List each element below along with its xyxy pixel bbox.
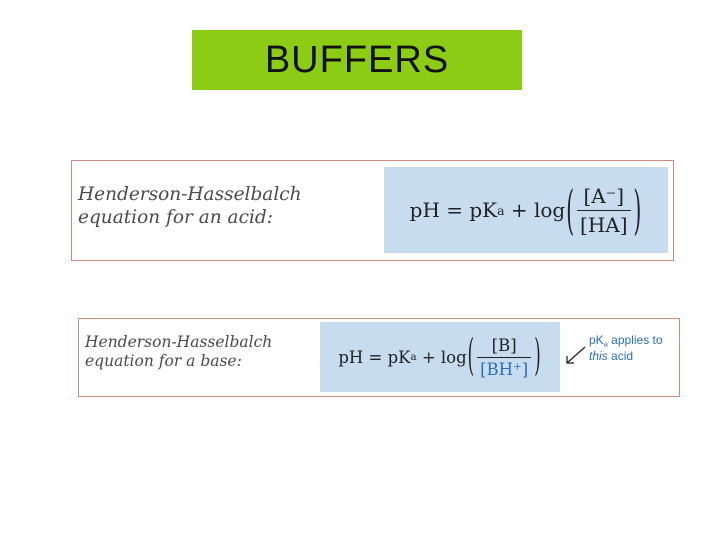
annotation-arrow-icon: [566, 346, 586, 364]
acid-eq-pk-sub: a: [497, 202, 505, 218]
base-equation-panel: Henderson-Hasselbalch equation for a bas…: [78, 318, 680, 397]
note-pk-sub: a: [603, 339, 608, 349]
note-pk: pK: [589, 333, 604, 347]
base-eq-denominator: [BH⁺]: [477, 356, 532, 379]
left-paren-icon: (: [566, 178, 575, 242]
left-paren-icon: (: [467, 330, 475, 380]
base-eq-plus-log: + log: [416, 347, 467, 367]
slide-title: BUFFERS: [264, 38, 450, 81]
right-paren-icon: ): [534, 330, 541, 380]
base-label-line1: Henderson-Hasselbalch: [85, 333, 273, 351]
acid-label-line1: Henderson-Hasselbalch: [78, 184, 302, 205]
acid-eq-numerator: [A⁻]: [583, 183, 625, 208]
acid-label: Henderson-Hasselbalch equation for an ac…: [78, 183, 302, 229]
acid-equation-panel: Henderson-Hasselbalch equation for an ac…: [71, 160, 674, 261]
title-banner: BUFFERS: [192, 30, 522, 90]
base-eq-fraction: [B] [BH⁺]: [477, 335, 532, 379]
base-label: Henderson-Hasselbalch equation for a bas…: [85, 333, 272, 372]
acid-eq-fraction: [A⁻] [HA]: [577, 184, 631, 237]
acid-label-line2: equation for an acid:: [78, 207, 273, 229]
acid-eq-lhs: pH = pK: [409, 198, 498, 222]
base-eq-lhs: pH = pK: [338, 347, 411, 367]
note-text1: applies to: [607, 333, 663, 347]
base-label-line2: equation for a base:: [85, 352, 242, 371]
acid-eq-plus-log: + log: [504, 198, 566, 222]
note-text2: acid: [607, 348, 634, 363]
base-eq-pk-sub: a: [410, 351, 417, 363]
note-this: this: [589, 348, 608, 363]
right-paren-icon: ): [633, 178, 642, 242]
base-eq-numerator: [B]: [491, 335, 517, 355]
acid-eq-denominator: [HA]: [577, 209, 631, 237]
pka-annotation: pKa applies to this acid: [589, 333, 679, 364]
